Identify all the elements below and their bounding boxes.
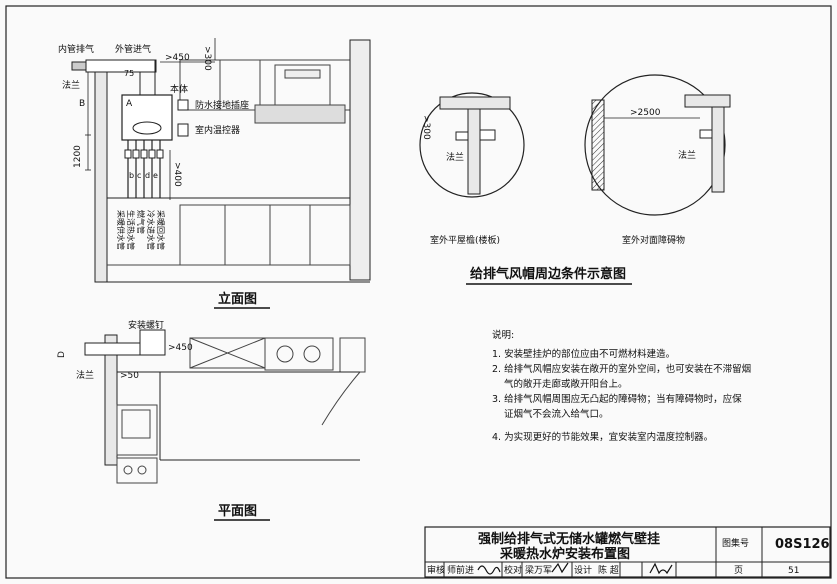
page-number: 51 xyxy=(788,566,799,576)
label-thermostat: 室内温控器 xyxy=(195,124,240,136)
checker-signature xyxy=(551,562,569,574)
pipe-gas: 燃气管 xyxy=(136,210,146,234)
plan-dim-gt50: >50 xyxy=(120,371,139,381)
waterproof-socket xyxy=(177,99,189,111)
label-body: 本体 xyxy=(170,83,188,95)
wall xyxy=(94,61,108,283)
plan-d: D xyxy=(57,351,67,358)
pipe-heating-return: 采暖回水管 xyxy=(156,210,166,250)
pipe-cold-water: 冷水进水管 xyxy=(146,210,156,250)
review-label: 审核 xyxy=(427,564,445,576)
label-outer-intake: 外管进气 xyxy=(115,43,151,55)
sink xyxy=(116,404,158,456)
pipe-letter-e: e xyxy=(153,171,158,180)
right-flange: 法兰 xyxy=(678,149,696,161)
pipe-letter-d: d xyxy=(145,171,150,180)
pipe-letter-b: b xyxy=(129,171,134,180)
dim-1200: 1200 xyxy=(73,145,83,168)
left-caption: 室外平屋檐(楼板) xyxy=(430,234,500,246)
reviewer: 师前进 xyxy=(447,564,474,576)
atlas-no-label: 图集号 xyxy=(722,537,749,549)
plan-title: 平面图 xyxy=(218,504,257,519)
plan-wall xyxy=(104,334,118,466)
design-label: 设计 xyxy=(574,564,592,576)
reviewer-signature xyxy=(477,565,501,575)
page-label: 页 xyxy=(734,565,743,576)
designer: 陈 超 xyxy=(598,564,619,576)
thermostat xyxy=(177,123,189,137)
label-inner-exhaust: 内管排气 xyxy=(58,43,94,55)
pipe-valves xyxy=(124,149,164,159)
surround-title: 给排气风帽周边条件示意图 xyxy=(470,266,626,282)
title-block: 强制给排气式无储水罐燃气壁挂 采暖热水炉安装布置图 图集号 08S126 审核 … xyxy=(424,526,831,578)
left-dim: >300 xyxy=(421,115,431,140)
title-line1: 强制给排气式无储水罐燃气壁挂 xyxy=(478,531,660,547)
note-line: 3. 给排气风帽周围应无凸起的障碍物；当有障碍物时，应保 xyxy=(492,393,742,405)
sheet-border xyxy=(5,5,832,579)
pipe-hot-water: 生活热水管 xyxy=(126,210,136,250)
checker: 梁万军 xyxy=(525,564,552,576)
left-flange: 法兰 xyxy=(446,151,464,163)
dim-gt300: >300 xyxy=(202,46,212,71)
dim-b: B xyxy=(79,99,85,109)
surround-left: >300 法兰 室外平屋檐(楼板) xyxy=(419,92,525,246)
plan-dim-gt450: >450 xyxy=(168,343,193,353)
dim-gt400: >400 xyxy=(172,162,182,187)
note-line: 1. 安装壁挂炉的部位应由不可燃材料建造。 xyxy=(492,348,675,360)
flue-pipe xyxy=(85,59,157,73)
elevation-view: 内管排气 外管进气 法兰 >450 >300 A B 75 本体 防水接地插座 … xyxy=(58,38,371,309)
note-line: 气的敞开走廊或敞开阳台上。 xyxy=(504,378,628,390)
flue-cap xyxy=(71,61,87,71)
pipe-heating-supply: 采暖供水管 xyxy=(116,210,126,250)
title-line2: 采暖热水炉安装布置图 xyxy=(499,546,630,562)
dim-gt450: >450 xyxy=(165,53,190,63)
label-flange: 法兰 xyxy=(62,79,80,91)
right-caption: 室外对面障碍物 xyxy=(622,234,685,246)
designer-signature xyxy=(649,562,673,575)
elevation-title: 立面图 xyxy=(218,291,257,307)
note-line: 证烟气不会流入给气口。 xyxy=(504,408,609,420)
check-label: 校对 xyxy=(504,564,522,576)
note-line: 2. 给排气风帽应安装在敞开的室外空间，也可安装在不滞留烟 xyxy=(492,363,751,375)
pipe-letter-c: c xyxy=(137,171,141,180)
label-mount-screw: 安装螺钉 xyxy=(128,319,164,331)
surround-right: >2500 法兰 室外对面障碍物 xyxy=(584,74,731,246)
plan-view: 安装螺钉 >450 >50 法兰 D 平面图 xyxy=(57,319,366,521)
range-hood xyxy=(254,104,346,124)
notes-heading: 说明: xyxy=(492,329,514,341)
notes: 说明: 1. 安装壁挂炉的部位应由不可燃材料建造。 2. 给排气风帽应安装在敞开… xyxy=(492,329,751,443)
right-dim: >2500 xyxy=(630,108,661,118)
side-wall xyxy=(349,39,371,281)
dim-75: 75 xyxy=(124,69,134,78)
note-line: 4. 为实现更好的节能效果，宜安装室内温度控制器。 xyxy=(492,431,713,443)
atlas-no: 08S126 xyxy=(775,537,830,552)
label-a: A xyxy=(126,99,133,109)
pipes xyxy=(127,140,161,198)
stove xyxy=(264,337,334,371)
plan-flange: 法兰 xyxy=(76,369,94,381)
label-waterproof-socket: 防水接地插座 xyxy=(195,99,249,111)
